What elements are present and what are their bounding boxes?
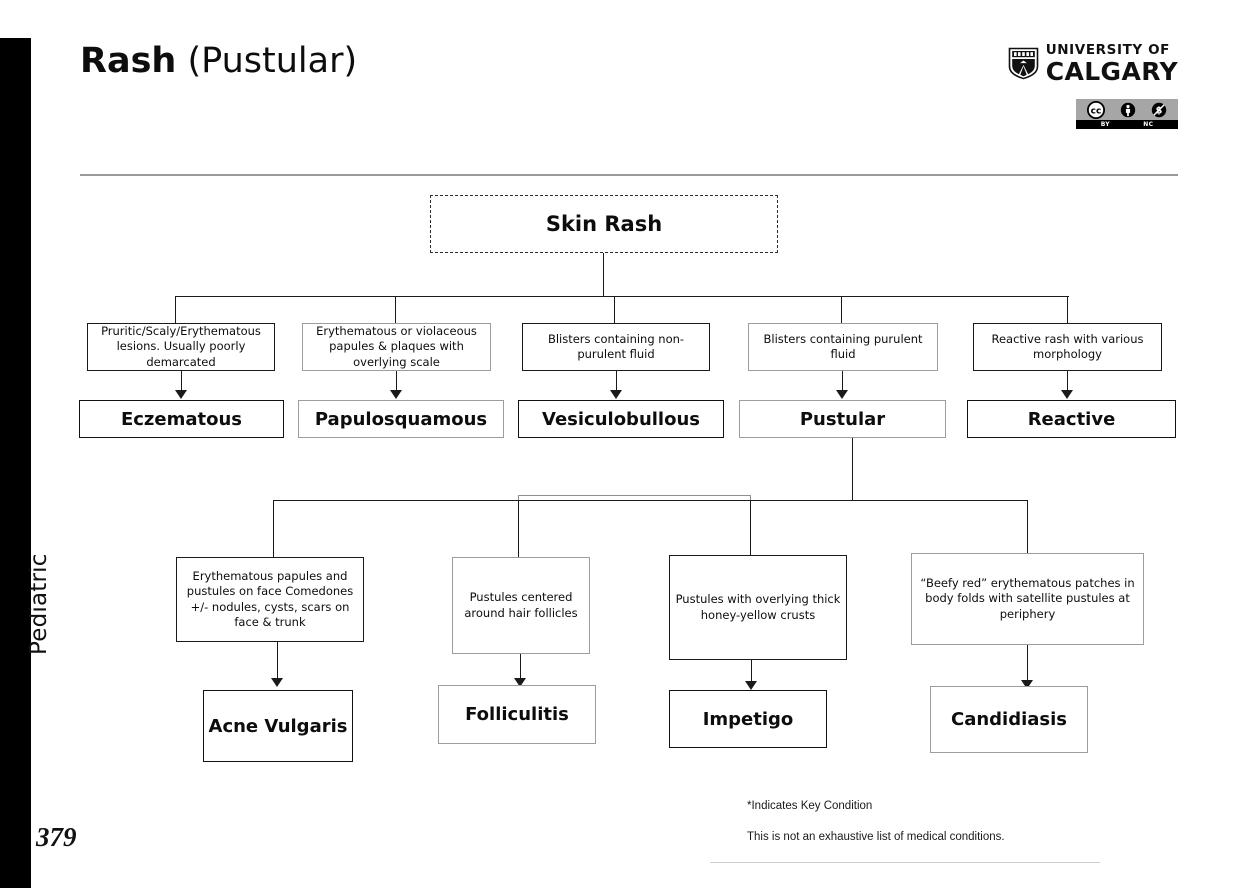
desc-box-acne-text: Erythematous papules and pustules on fac…: [186, 569, 354, 629]
svg-text:cc: cc: [1091, 106, 1102, 116]
connector-arrow-line-candidiasis: [1027, 645, 1029, 683]
arrowhead-2: [390, 390, 402, 399]
footnote-key-condition: *Indicates Key Condition: [747, 800, 873, 812]
header-divider: [80, 174, 1178, 176]
category-eczematous-label: Eczematous: [120, 408, 243, 430]
connector-drop-5: [1067, 296, 1069, 323]
diagnosis-folliculitis[interactable]: Folliculitis: [438, 685, 596, 744]
desc-box-papulosquamous-text: Erythematous or violaceous papules & pla…: [316, 324, 477, 369]
connector-arrow-line-acne: [277, 642, 279, 680]
connector-level2-bus: [273, 500, 1027, 502]
desc-box-vesiculobullous-text: Blisters containing non-purulent fluid: [547, 331, 685, 361]
connector-drop-3: [614, 296, 616, 323]
arrowhead-impetigo: [745, 681, 757, 690]
desc-box-papulosquamous[interactable]: Erythematous or violaceous papules & pla…: [302, 323, 491, 371]
connector-drop-2: [395, 296, 397, 323]
creative-commons-icon: cc: [1087, 100, 1106, 119]
desc-box-candidiasis[interactable]: “Beefy red” erythematous patches in body…: [911, 553, 1144, 645]
university-logo: UNIVERSITY OF CALGARY: [1008, 42, 1178, 86]
arrowhead-4: [836, 390, 848, 399]
desc-box-vesiculobullous[interactable]: Blisters containing non-purulent fluid: [522, 323, 710, 371]
connector-drop-acne: [273, 500, 275, 557]
node-skin-rash[interactable]: Skin Rash: [430, 195, 778, 253]
university-wordmark: UNIVERSITY OF CALGARY: [1045, 42, 1178, 86]
connector-drop-folliculitis: [518, 500, 520, 557]
category-eczematous[interactable]: Eczematous: [79, 400, 284, 438]
connector-arrow-line-2: [396, 371, 398, 392]
connector-drop-4: [841, 296, 843, 323]
attribution-person-icon: [1120, 102, 1136, 117]
connector-arrow-line-1: [181, 371, 183, 392]
university-crest-icon: [1008, 47, 1039, 80]
arrowhead-folliculitis: [514, 678, 526, 687]
desc-box-eczematous-text: Pruritic/Scaly/Erythematous lesions. Usu…: [101, 324, 261, 369]
desc-box-reactive[interactable]: Reactive rash with various morphology: [973, 323, 1162, 371]
diagnosis-candidiasis[interactable]: Candidiasis: [930, 686, 1088, 753]
desc-box-folliculitis[interactable]: Pustules centered around hair follicles: [452, 557, 590, 654]
connector-drop-impetigo: [750, 500, 752, 555]
diagnosis-impetigo-label: Impetigo: [702, 708, 794, 730]
category-vesiculobullous[interactable]: Vesiculobullous: [518, 400, 724, 438]
desc-box-pustular-text: Blisters containing purulent fluid: [763, 331, 923, 361]
arrowhead-5: [1061, 390, 1073, 399]
connector-arrow-line-4: [842, 371, 844, 392]
connector-level1-bus: [175, 296, 1069, 298]
desc-box-eczematous[interactable]: Pruritic/Scaly/Erythematous lesions. Usu…: [87, 323, 275, 371]
category-papulosquamous-label: Papulosquamous: [314, 408, 488, 430]
desc-box-impetigo-text: Pustules with overlying thick honey-yell…: [675, 592, 841, 622]
page-title-regular: (Pustular): [176, 41, 358, 81]
page-title: Rash (Pustular): [80, 41, 357, 81]
desc-box-pustular[interactable]: Blisters containing purulent fluid: [748, 323, 938, 371]
connector-drop-candidiasis: [1027, 500, 1029, 553]
university-line1: UNIVERSITY OF: [1045, 42, 1170, 58]
node-skin-rash-label: Skin Rash: [545, 212, 663, 236]
desc-box-impetigo[interactable]: Pustules with overlying thick honey-yell…: [669, 555, 847, 660]
diagnosis-acne-vulgaris-label: Acne Vulgaris: [208, 715, 348, 737]
category-pustular-label: Pustular: [799, 408, 886, 430]
connector-root-stem: [603, 253, 605, 297]
license-nc-label: NC: [1143, 120, 1154, 128]
svg-text:$: $: [1155, 105, 1162, 116]
category-reactive-label: Reactive: [1027, 408, 1116, 430]
university-line2: CALGARY: [1045, 56, 1178, 86]
connector-arrow-line-5: [1067, 371, 1069, 392]
desc-box-folliculitis-text: Pustules centered around hair follicles: [464, 590, 578, 620]
arrowhead-1: [175, 390, 187, 399]
connector-arrow-line-impetigo: [751, 660, 753, 684]
arrowhead-candidiasis: [1021, 680, 1033, 689]
desc-box-reactive-text: Reactive rash with various morphology: [991, 331, 1144, 361]
footer-divider: [710, 862, 1100, 863]
diagnosis-acne-vulgaris[interactable]: Acne Vulgaris: [203, 690, 353, 762]
page-title-bold: Rash: [80, 41, 177, 81]
connector-pustular-stem: [852, 438, 854, 501]
arrowhead-acne: [271, 678, 283, 687]
connector-drop-1: [175, 296, 177, 323]
diagnosis-folliculitis-label: Folliculitis: [465, 704, 569, 725]
category-vesiculobullous-label: Vesiculobullous: [542, 408, 700, 430]
footnote-disclaimer: This is not an exhaustive list of medica…: [747, 831, 1005, 843]
creative-commons-badge: cc $ BY NC: [1076, 99, 1178, 129]
license-by-label: BY: [1100, 120, 1110, 128]
left-edge-band: [0, 38, 31, 888]
license-icon-row: cc $: [1076, 99, 1178, 120]
connector-arrow-line-folliculitis: [520, 654, 522, 682]
diagnosis-candidiasis-label: Candidiasis: [950, 709, 1068, 730]
section-label: Pediatric: [26, 553, 52, 655]
license-abbrev-strip: BY NC: [1076, 120, 1178, 129]
category-pustular[interactable]: Pustular: [739, 400, 946, 438]
category-papulosquamous[interactable]: Papulosquamous: [298, 400, 504, 438]
desc-box-acne[interactable]: Erythematous papules and pustules on fac…: [176, 557, 364, 642]
diagnosis-impetigo[interactable]: Impetigo: [669, 690, 827, 748]
category-reactive[interactable]: Reactive: [967, 400, 1176, 438]
desc-box-candidiasis-text: “Beefy red” erythematous patches in body…: [920, 576, 1135, 621]
page-number: 379: [36, 822, 77, 852]
non-commercial-icon: $: [1151, 102, 1166, 117]
connector-level2-bus-upper: [518, 495, 751, 497]
connector-arrow-line-3: [616, 371, 618, 392]
arrowhead-3: [610, 390, 622, 399]
